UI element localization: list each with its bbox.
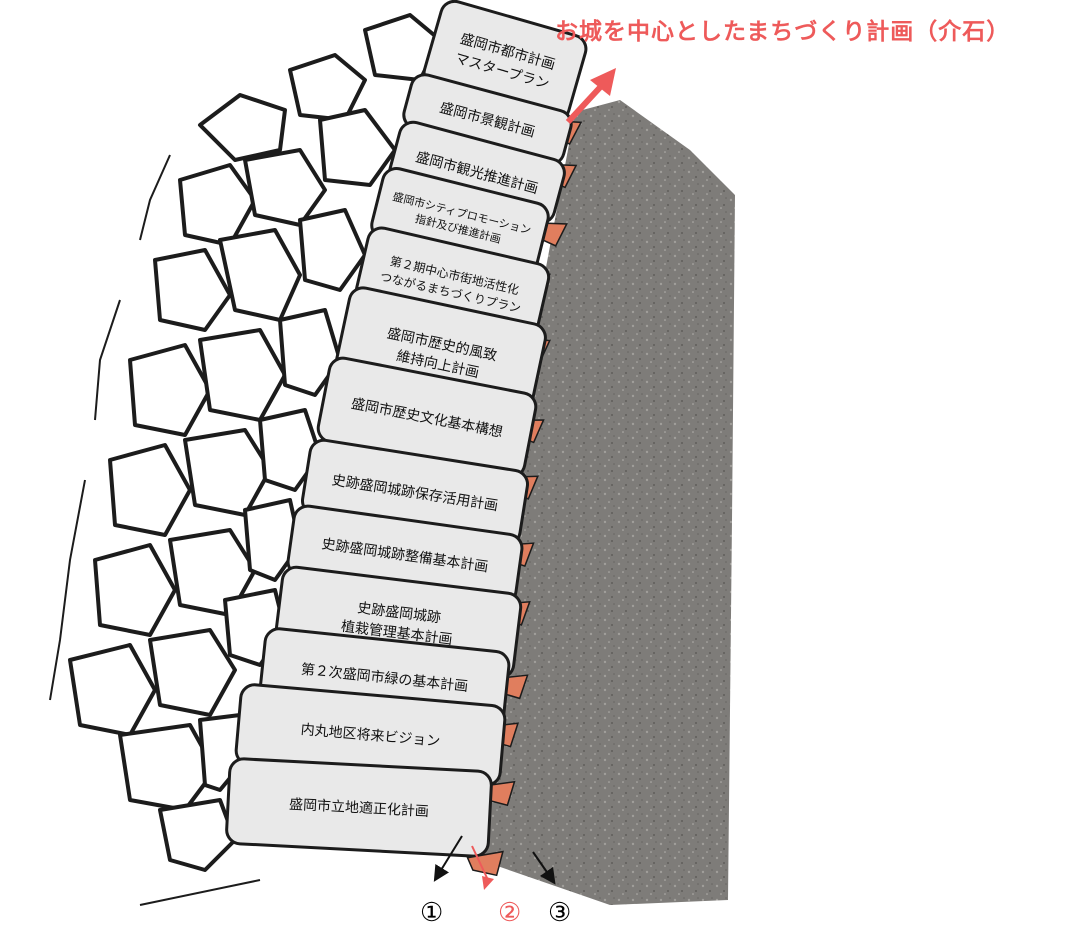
stone-body [225,757,493,858]
wall-cracks [49,154,261,906]
masonry-wall [68,13,442,872]
stone-13: 盛岡市立地適正化計画 [225,757,493,858]
stone-9: 史跡盛岡城跡整備基本計画 [286,504,524,606]
diagram-title: お城を中心としたまちづくり計画（介石） [555,18,1011,45]
marker-3: ③ [548,898,572,928]
pointer-arrows [433,835,556,890]
red-arrow-head [590,68,616,96]
marker-1: ① [420,898,444,928]
marker-2: ② [498,898,522,928]
red-arrow [565,79,608,125]
